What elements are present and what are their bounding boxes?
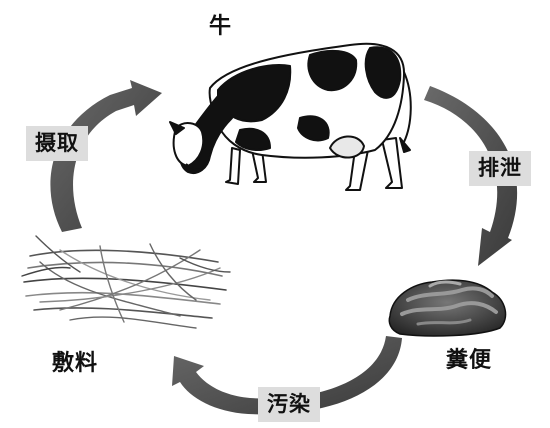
bedding-illustration [22,236,230,328]
node-label-cow: 牛 [209,8,232,40]
manure-illustration [389,280,505,336]
node-label-manure: 糞便 [446,342,492,374]
edge-label-intake: 摄取 [26,126,88,161]
edge-label-pollution: 汚染 [258,387,320,422]
cow-illustration [170,44,411,190]
node-label-bedding: 敷料 [52,345,98,377]
edge-label-excretion: 排泄 [469,151,531,186]
